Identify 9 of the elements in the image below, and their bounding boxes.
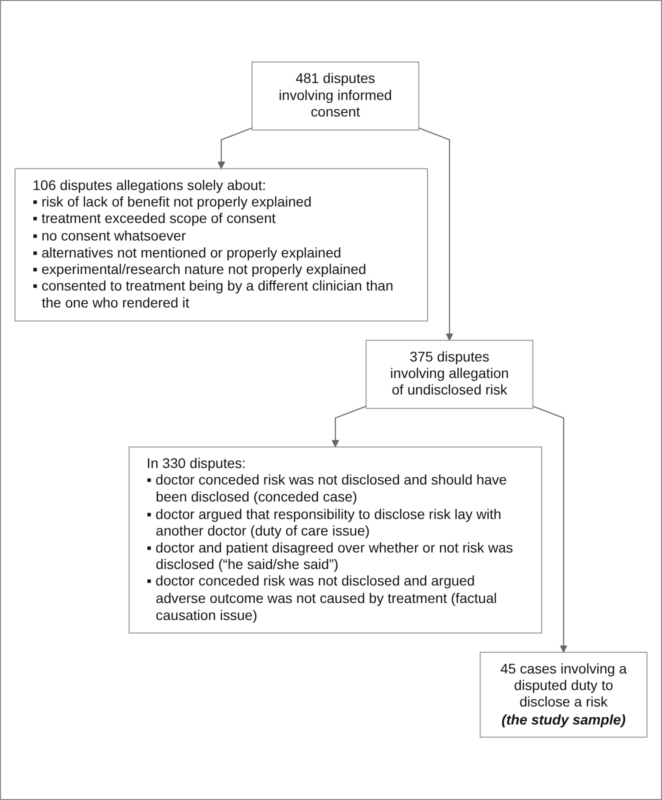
arrow xyxy=(418,128,454,342)
node-box: 481 disputes involving informed consent xyxy=(252,62,420,131)
node-box: 106 disputes allegations solely about: ▪ risk of lack of benefit not properly explained ▪ treatment exceeded scope of consent ▪ no consent whatsoever ▪ alternatives not mentioned or properly explained ▪ experimental/research nature not properly explained ▪ consented to treatment being by a different clinician than the one who rendered it xyxy=(14,168,428,322)
arrow xyxy=(217,128,252,170)
node-box: 45 cases involving a disputed duty to disclose a risk (the study sample) xyxy=(480,652,648,738)
node-box: 375 disputes involving allegation of undisclosed risk xyxy=(366,340,534,410)
arrow xyxy=(532,406,568,654)
arrow xyxy=(332,406,366,448)
node-box: In 330 disputes: ▪ doctor conceded risk was not disclosed and should have been disclosed (conceded case) ▪ doctor argued that responsibility to disclose risk lay with another doctor (duty of care issue) ▪ doctor and patient disagreed over whether or not risk was disclosed (“he said/she said”) ▪ doctor conceded risk was not disclosed and argued adverse outcome was not caused by treatment (factual causation issue) xyxy=(128,446,542,634)
